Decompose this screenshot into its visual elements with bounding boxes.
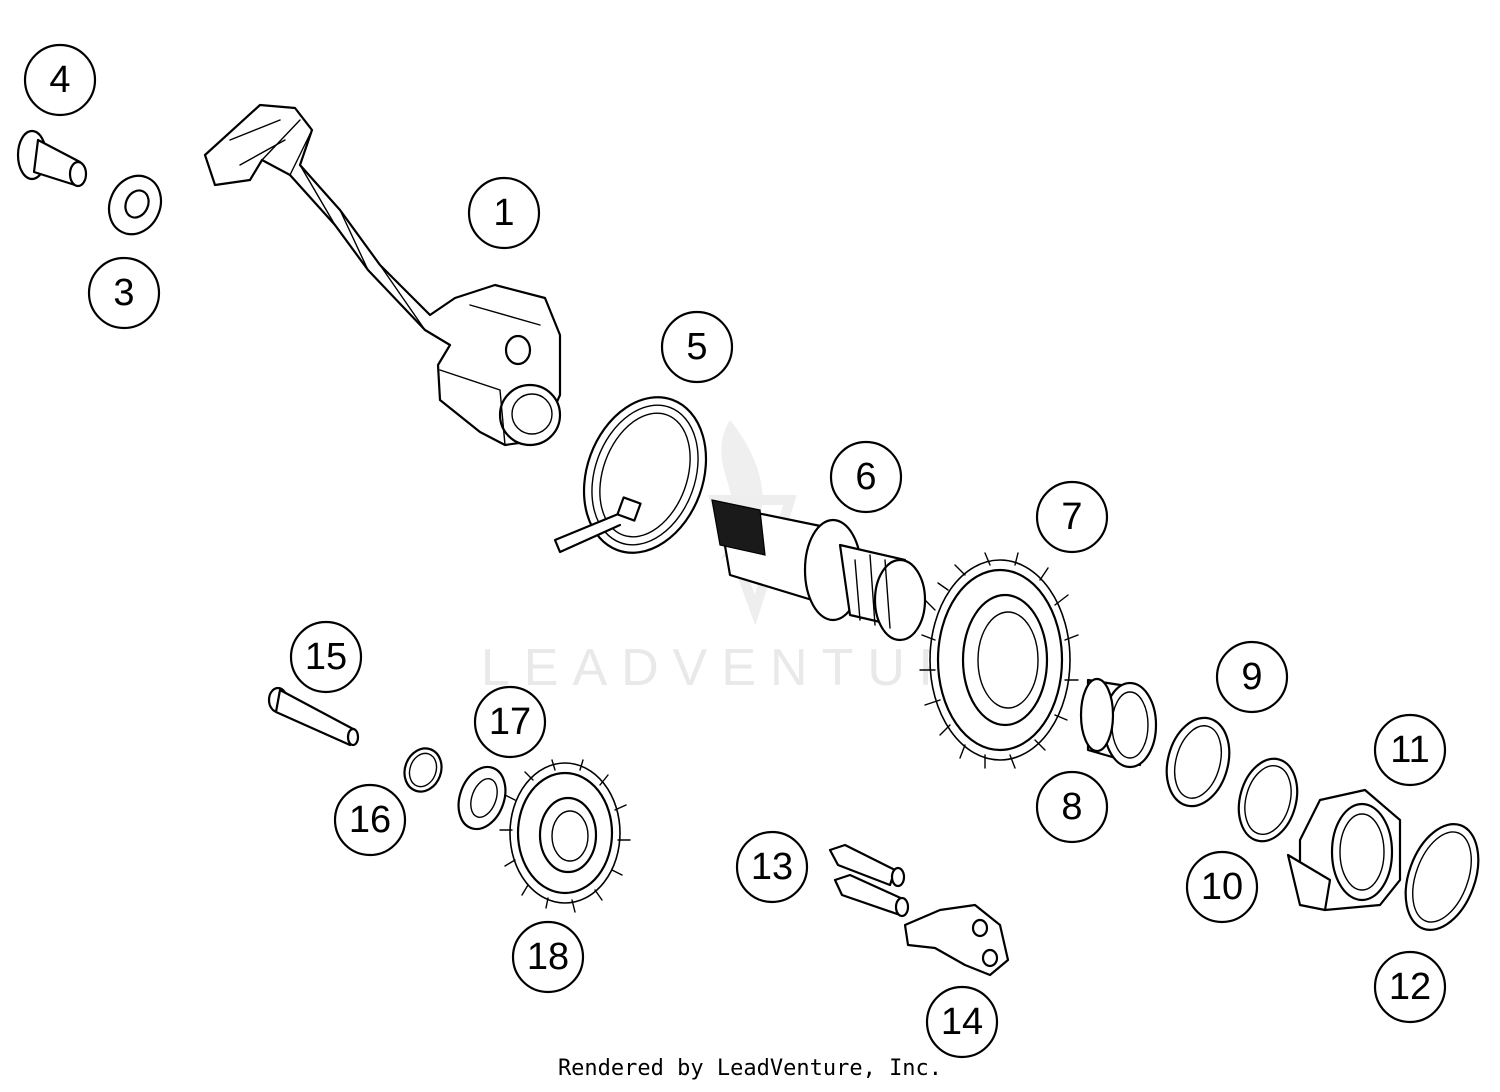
callout-7: 7 [1035,480,1109,554]
part-14-guide-plate[interactable] [903,903,1010,977]
part-17-washer[interactable] [450,760,513,835]
callout-12: 12 [1373,950,1447,1024]
part-16-circlip[interactable] [399,743,448,797]
callout-label-18: 18 [527,936,569,978]
part-11-ratchet[interactable] [1286,788,1402,912]
callout-label-6: 6 [855,456,876,498]
callout-1: 1 [467,176,541,250]
callout-13: 13 [735,830,809,904]
part-5-spring[interactable] [553,380,727,570]
callout-label-3: 3 [113,272,134,314]
callout-label-14: 14 [941,1001,983,1043]
part-10-circlip[interactable] [1230,752,1306,848]
callout-10: 10 [1185,850,1259,924]
part-3-washer[interactable] [100,167,171,243]
callout-6: 6 [829,440,903,514]
part-1-kickstarter-lever[interactable] [203,103,562,447]
part-9-washer[interactable] [1157,711,1238,813]
callout-14: 14 [925,985,999,1059]
callout-label-4: 4 [49,59,70,101]
callout-9: 9 [1215,640,1289,714]
callout-4: 4 [23,43,97,117]
callout-label-16: 16 [349,799,391,841]
part-4-pin[interactable] [16,129,88,188]
callout-label-10: 10 [1201,866,1243,908]
callout-label-8: 8 [1061,786,1082,828]
callout-label-12: 12 [1389,966,1431,1008]
callout-label-1: 1 [493,192,514,234]
part-13-bolts[interactable] [828,843,910,918]
callout-5: 5 [660,310,734,384]
footer-credit: Rendered by LeadVenture, Inc. [557,1056,943,1081]
part-6-kickstarter-shaft[interactable] [711,499,927,642]
callout-3: 3 [87,256,161,330]
callout-8: 8 [1035,770,1109,844]
callout-label-15: 15 [305,636,347,678]
watermark-text: LEADVENTURE [481,639,1019,697]
callout-label-5: 5 [686,326,707,368]
callout-17: 17 [473,685,547,759]
part-12-ring[interactable] [1392,814,1492,940]
part-18-idler-gear[interactable] [499,759,631,913]
callout-label-17: 17 [489,701,531,743]
callout-11: 11 [1373,713,1447,787]
callout-15: 15 [289,620,363,694]
callout-label-7: 7 [1061,496,1082,538]
callout-label-9: 9 [1241,656,1262,698]
part-8-bushing[interactable] [1079,677,1158,769]
part-15-bolt[interactable] [267,686,360,747]
callout-18: 18 [511,920,585,994]
callout-label-13: 13 [751,846,793,888]
callout-16: 16 [333,783,407,857]
part-7-gear[interactable] [919,552,1079,769]
callout-label-11: 11 [1390,729,1429,771]
